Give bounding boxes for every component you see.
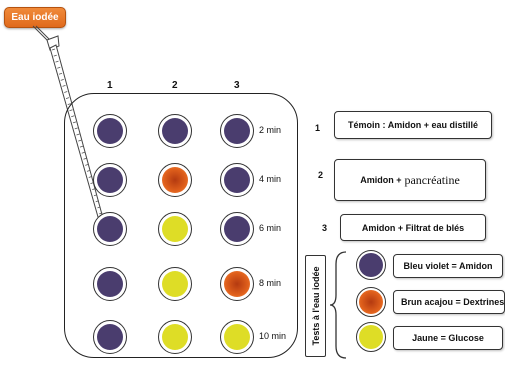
well-fill-violet: [162, 118, 188, 144]
well-fill-violet: [97, 216, 123, 242]
condition-1-label: Témoin : Amidon + eau distillé: [348, 120, 478, 130]
well-fill-violet: [224, 167, 250, 193]
legend-violet-swatch: [356, 250, 386, 280]
well-fill-violet: [97, 271, 123, 297]
well-r3-c3: [220, 212, 254, 246]
condition-2-number: 2: [318, 170, 324, 180]
condition-3-number: 3: [322, 223, 328, 233]
well-r1-c2: [158, 114, 192, 148]
condition-1-box: Témoin : Amidon + eau distillé: [334, 111, 492, 139]
tests-label: Tests à l'eau iodée: [310, 266, 321, 346]
well-r3-c1: [93, 212, 127, 246]
column-label-2: 2: [172, 80, 178, 91]
well-r1-c3: [220, 114, 254, 148]
well-fill-yellow: [162, 216, 188, 242]
condition-3-label: Amidon + Filtrat de blés: [361, 222, 465, 233]
legend-brown-box: Brun acajou = Dextrines: [393, 290, 505, 314]
well-r2-c3: [220, 163, 254, 197]
legend-violet-fill: [359, 253, 383, 277]
brace-icon: [329, 251, 347, 359]
condition-2-label: Amidon +: [360, 175, 402, 185]
well-r5-c1: [93, 320, 127, 354]
well-r5-c3: [220, 320, 254, 354]
well-r2-c1: [93, 163, 127, 197]
column-label-1: 1: [107, 80, 113, 91]
legend-violet-label: Bleu violet = Amidon: [403, 261, 493, 271]
legend-brown-fill: [359, 290, 383, 314]
test-plate: [64, 93, 298, 358]
column-label-3: 3: [234, 80, 240, 91]
time-label-5: 10 min: [259, 331, 287, 341]
well-fill-violet: [224, 118, 250, 144]
legend-yellow-label: Jaune = Glucose: [412, 333, 484, 343]
time-label-1: 2 min: [259, 125, 282, 135]
well-r4-c3: [220, 267, 254, 301]
condition-3-box: Amidon + Filtrat de blés: [340, 214, 486, 241]
well-fill-violet: [224, 216, 250, 242]
time-label-2: 4 min: [259, 174, 282, 184]
tests-label-box: Tests à l'eau iodée: [305, 255, 326, 357]
well-fill-yellow: [162, 271, 188, 297]
well-fill-yellow: [162, 324, 188, 350]
well-r5-c2: [158, 320, 192, 354]
legend-brown-label: Brun acajou = Dextrines: [401, 297, 505, 307]
well-r4-c2: [158, 267, 192, 301]
condition-2-suffix: pancréatine: [404, 172, 460, 187]
well-fill-violet: [97, 167, 123, 193]
well-fill-violet: [97, 324, 123, 350]
legend-yellow-box: Jaune = Glucose: [393, 326, 503, 350]
well-r2-c2: [158, 163, 192, 197]
well-r3-c2: [158, 212, 192, 246]
legend-brown-swatch: [356, 287, 386, 317]
well-fill-yellow: [224, 324, 250, 350]
condition-2-box: Amidon + pancréatine: [334, 159, 486, 201]
well-r1-c1: [93, 114, 127, 148]
legend-yellow-swatch: [356, 322, 386, 352]
well-fill-brown: [162, 167, 188, 193]
condition-1-number: 1: [315, 123, 321, 133]
well-fill-brown: [224, 271, 250, 297]
time-label-4: 8 min: [259, 278, 282, 288]
legend-violet-box: Bleu violet = Amidon: [393, 254, 503, 278]
time-label-3: 6 min: [259, 223, 282, 233]
well-fill-violet: [97, 118, 123, 144]
well-r4-c1: [93, 267, 127, 301]
legend-yellow-fill: [359, 325, 383, 349]
